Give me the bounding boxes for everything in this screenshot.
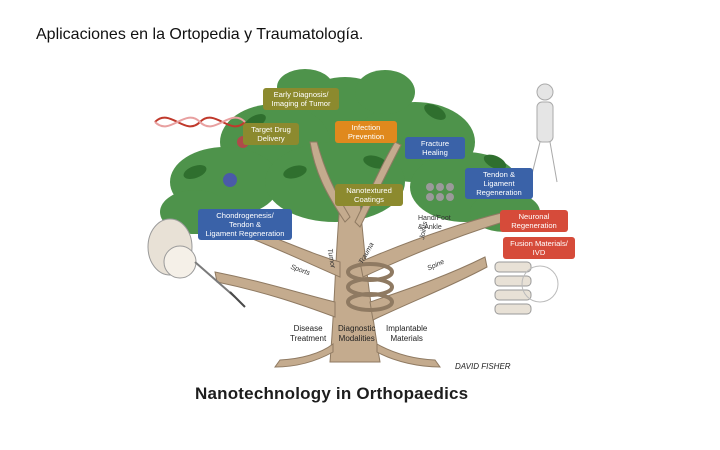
dna-helix-icon	[154, 116, 246, 128]
root-diagnostic-modalities: Diagnostic Modalities	[338, 324, 376, 343]
slide-title: Aplicaciones en la Ortopedia y Traumatol…	[36, 26, 364, 43]
knee-bone-icon	[147, 218, 197, 279]
label-early-diagnosis: Early Diagnosis/ Imaging of Tumor	[263, 88, 339, 110]
magnifier-icon	[521, 265, 559, 303]
tree-roots	[274, 342, 441, 368]
nanoparticle-icon	[223, 173, 237, 187]
branch-hand-foot-ankle: Hand/Foot & Ankle	[418, 215, 451, 231]
artist-signature: DAVID FISHER	[455, 362, 511, 371]
label-tendon-ligament-regeneration: Tendon & Ligament Regeneration	[465, 168, 533, 199]
vertebrae-icon	[494, 261, 532, 315]
label-target-drug-delivery: Target Drug Delivery	[243, 123, 299, 145]
figure-title: Nanotechnology in Orthopaedics	[195, 384, 469, 403]
label-neuronal-regeneration: Neuronal Regeneration	[500, 210, 568, 232]
label-fusion-materials: Fusion Materials/ IVD	[503, 237, 575, 259]
label-infection-prevention: Infection Prevention	[335, 121, 397, 143]
label-chondrogenesis: Chondrogenesis/ Tendon & Ligament Regene…	[198, 209, 292, 240]
skeleton-figure-icon	[529, 83, 558, 183]
root-implantable-materials: Implantable Materials	[386, 324, 428, 343]
nanotechnology-tree-figure: Early Diagnosis/ Imaging of Tumor Target…	[135, 62, 585, 412]
syringe-icon	[194, 261, 246, 308]
label-fracture-healing: Fracture Healing	[405, 137, 465, 159]
label-nanotextured-coatings: Nanotextured Coatings	[335, 184, 403, 206]
spine-coil	[346, 262, 394, 312]
root-disease-treatment: Disease Treatment	[290, 324, 327, 343]
coating-cylinders-icon	[426, 183, 454, 201]
